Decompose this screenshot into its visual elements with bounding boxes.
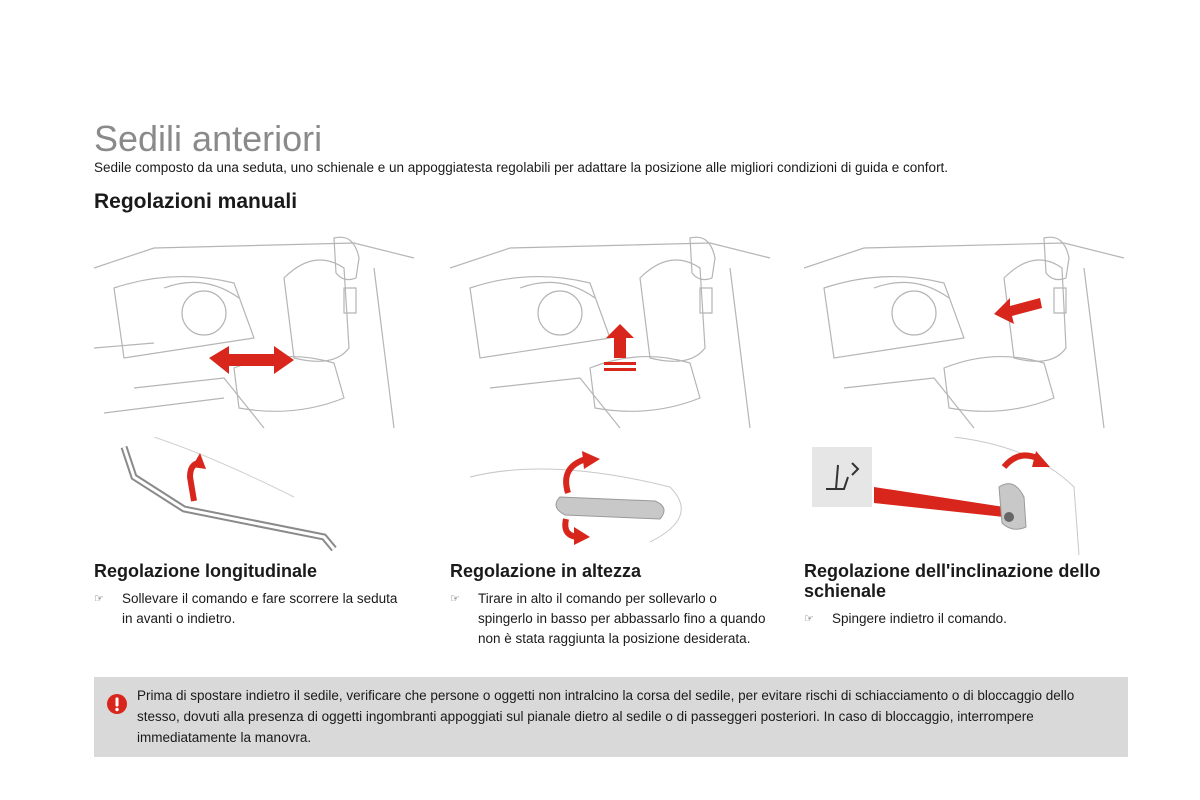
seat-recline-symbol-icon <box>826 462 860 490</box>
bullet-text: Spingere indietro il comando. <box>832 611 1007 626</box>
heading-recline: Regolazione dell'inclinazione dello schi… <box>804 561 1101 601</box>
warning-icon <box>107 694 127 714</box>
seat-overview-illustration-recline <box>804 228 1128 436</box>
bullet-text: Sollevare il comando e fare scorrere la … <box>122 591 398 626</box>
warning-box: Prima di spostare indietro il sedile, ve… <box>94 677 1128 757</box>
longitudinal-lever-detail <box>94 437 420 555</box>
bullet-text: Tirare in alto il comando per sollevarlo… <box>478 591 766 646</box>
height-lever-detail <box>450 437 774 555</box>
pointing-hand-icon: ☞ <box>804 613 814 625</box>
page-subtitle: Sedile composto da una seduta, uno schie… <box>94 160 949 175</box>
bullet-height: ☞ Tirare in alto il comando per sollevar… <box>450 589 770 649</box>
warning-text: Prima di spostare indietro il sedile, ve… <box>137 688 1075 745</box>
section-heading: Regolazioni manuali <box>94 190 298 213</box>
seat-overview-illustration-height <box>450 228 774 436</box>
heading-longitudinal: Regolazione longitudinale <box>94 561 318 581</box>
bullet-longitudinal: ☞ Sollevare il comando e fare scorrere l… <box>94 589 404 629</box>
heading-height: Regolazione in altezza <box>450 561 642 581</box>
bullet-recline: ☞ Spingere indietro il comando. <box>804 609 1124 629</box>
pointing-hand-icon: ☞ <box>450 593 460 605</box>
seat-overview-illustration-longitudinal <box>94 228 420 436</box>
pointing-hand-icon: ☞ <box>94 593 104 605</box>
recline-lever-detail <box>804 437 1128 555</box>
page-title: Sedili anteriori <box>94 118 323 159</box>
